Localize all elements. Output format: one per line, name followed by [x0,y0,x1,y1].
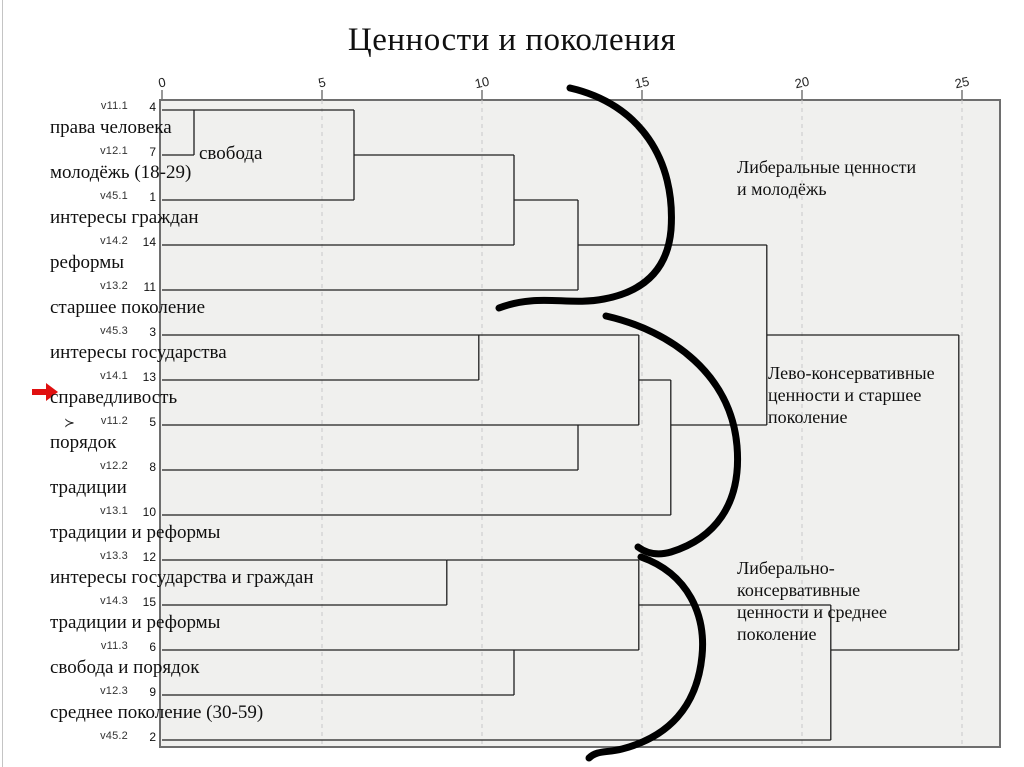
cluster-note-left-conservative: Лево-консервативные ценности и старшее п… [768,363,935,427]
leaf-variable-code: v14.1 [100,370,128,382]
leaf-annotation: молодёжь (18-29) [50,162,192,183]
leaf-case-number: 2 [149,730,156,744]
cluster-note-liberal-conservative: Либерально- консервативные ценности и ср… [737,558,887,644]
leaf-annotation: интересы граждан [50,207,199,228]
leaf-case-number: 11 [143,280,156,294]
leaf-variable-code: v13.1 [100,505,128,517]
leaf-case-number: 15 [142,595,156,609]
leaf-variable-code: v45.3 [100,325,128,337]
leaf-annotation: порядок [50,432,117,453]
red-arrow-icon [32,383,58,401]
leaf-variable-code: v45.2 [100,730,128,742]
leaf-case-number: 6 [149,640,156,654]
page-title: Ценности и поколения [347,22,677,58]
plot-frame [159,99,1001,748]
leaf-variable-code: v11.1 [100,100,128,112]
leaf-case-number: 14 [142,235,156,249]
leaf-case-number: 4 [149,100,156,114]
leaf-variable-code: v12.2 [100,460,128,472]
slide-edge-line [2,0,3,767]
leaf-annotation: интересы государства и граждан [50,567,314,588]
leaf-variable-code: v14.2 [100,235,128,247]
leaf-case-number: 8 [149,460,156,474]
leaf-variable-code: v45.1 [100,190,128,202]
leaf-variable-code: v12.1 [100,145,128,157]
leaf-variable-code: v11.3 [100,640,128,652]
leaf-variable-code: v11.2 [100,415,128,427]
cluster-note-liberal: Либеральные ценности и молодёжь [737,157,917,199]
chevron-marker-icon: ≻ [64,415,75,430]
leaf-case-number: 3 [149,325,156,339]
leaf-variable-code: v13.3 [100,550,128,562]
cluster-brace-stroke [602,312,742,558]
leaf-variable-code: v12.3 [100,685,128,697]
leaf-annotation: интересы государства [50,342,227,363]
leaf-annotation: справедливость [50,387,178,408]
leaf-annotation: свобода и порядок [50,657,200,678]
leaf-annotation-inline: свобода [199,143,263,164]
leaf-annotation: права человека [50,117,172,138]
leaf-annotation: реформы [50,252,124,273]
leaf-case-number: 5 [149,415,156,429]
leaf-annotation: традиции [50,477,127,498]
leaf-case-number: 9 [149,685,156,699]
leaf-case-number: 12 [142,550,156,564]
leaf-case-number: 1 [149,190,156,204]
leaf-annotation: традиции и реформы [50,522,221,543]
leaf-case-number: 10 [142,505,156,519]
cluster-brace-stroke [495,84,675,312]
leaf-case-number: 13 [142,370,156,384]
leaf-annotation: традиции и реформы [50,612,221,633]
leaf-variable-code: v14.3 [100,595,128,607]
leaf-variable-code: v13.2 [100,280,128,292]
leaf-annotation: среднее поколение (30-59) [50,702,264,723]
leaf-annotation: старшее поколение [50,297,206,318]
cluster-brace-stroke [585,553,707,762]
leaf-case-number: 7 [149,145,156,159]
